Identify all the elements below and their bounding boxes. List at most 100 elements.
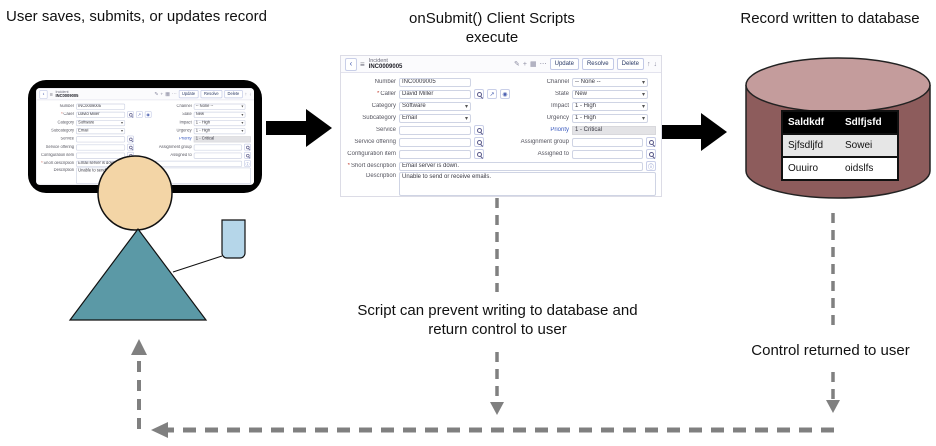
preview-button[interactable]: ◉: [500, 89, 510, 99]
assigned-to-input[interactable]: [193, 152, 243, 159]
field-assigned-to: Assigned to: [152, 151, 251, 159]
priority-link[interactable]: Priority: [550, 127, 569, 133]
grid-icon[interactable]: ▦: [529, 61, 537, 68]
assigned-to-input[interactable]: [572, 149, 643, 159]
search-icon: [648, 139, 655, 146]
open-record-button[interactable]: ↗: [135, 111, 143, 118]
caller-search-button[interactable]: [474, 89, 484, 99]
category-select[interactable]: Software▾: [76, 119, 126, 126]
form-title: Incident INC0009005: [55, 90, 78, 99]
menu-icon[interactable]: ≡: [360, 59, 365, 69]
urgency-select[interactable]: 1 - High▾: [193, 127, 246, 134]
preview-icon: ◉: [502, 91, 508, 98]
back-button[interactable]: ‹: [39, 89, 48, 99]
scroll-up-icon[interactable]: ↑: [647, 60, 651, 68]
left-title: User saves, submits, or updates record: [6, 8, 267, 25]
service-offering-input[interactable]: [76, 144, 126, 151]
field-short-description: *Short description Email server is down.…: [346, 160, 656, 172]
channel-select[interactable]: -- None --▾: [193, 103, 246, 110]
impact-select[interactable]: 1 - High▾: [193, 119, 246, 126]
field-caller: *Caller David Miller ↗ ◉: [40, 110, 152, 118]
service-input[interactable]: [399, 125, 471, 135]
field-channel: Channel -- None --▾: [511, 76, 656, 88]
user-figure: [68, 155, 246, 321]
assignment-group-search-button[interactable]: [646, 137, 656, 147]
field-service-offering: Service offering: [346, 136, 501, 148]
service-offering-search-button[interactable]: [474, 137, 484, 147]
back-button[interactable]: ‹: [345, 57, 357, 71]
preview-button[interactable]: ◉: [144, 111, 152, 118]
resolve-button[interactable]: Resolve: [581, 58, 614, 70]
resolve-button[interactable]: Resolve: [200, 90, 223, 99]
service-search-button[interactable]: [474, 125, 484, 135]
field-label: *Short description: [347, 163, 396, 169]
pencil-icon[interactable]: ✎: [514, 61, 520, 68]
more-options-icon[interactable]: ⋯: [171, 92, 177, 97]
delete-button[interactable]: Delete: [616, 58, 644, 70]
black-arrow-laptop-to-form: [266, 109, 332, 147]
configuration-item-input[interactable]: [399, 149, 471, 159]
open-record-button[interactable]: ↗: [487, 89, 497, 99]
update-button[interactable]: Update: [549, 58, 579, 70]
assigned-to-search-button[interactable]: [244, 151, 251, 159]
menu-icon[interactable]: ≡: [49, 91, 53, 98]
state-select[interactable]: New▾: [572, 89, 648, 99]
grid-icon[interactable]: ▦: [165, 92, 170, 97]
caret-down-icon: ▾: [464, 115, 468, 122]
field-label: Service offering: [45, 145, 75, 150]
channel-select[interactable]: -- None --▾: [572, 77, 648, 87]
arrowhead-left-bottom: [151, 422, 168, 438]
field-label: Configuration item: [347, 151, 396, 157]
configuration-item-search-button[interactable]: [474, 149, 484, 159]
subcategory-select[interactable]: Email▾: [399, 113, 471, 123]
category-select[interactable]: Software▾: [399, 101, 471, 111]
caller-input[interactable]: David Miller: [76, 111, 126, 118]
pencil-icon[interactable]: ✎: [154, 92, 159, 97]
more-options-icon[interactable]: ⋯: [539, 61, 547, 68]
caret-down-icon: ▾: [641, 79, 645, 86]
field-subcategory: Subcategory Email▾: [346, 112, 501, 124]
knowledge-button[interactable]: ⓘ: [646, 161, 656, 171]
field-service: Service: [40, 135, 145, 143]
plus-icon[interactable]: +: [160, 91, 164, 97]
search-icon: [476, 151, 483, 158]
form-actions: ✎ + ▦ ⋯ Update Resolve Delete ↑ ↓: [514, 58, 657, 70]
update-button[interactable]: Update: [178, 90, 199, 99]
field-label: State: [182, 112, 192, 117]
field-channel: Channel -- None --▾: [152, 102, 251, 110]
urgency-select[interactable]: 1 - High▾: [572, 113, 648, 123]
caller-search-button[interactable]: [127, 111, 134, 118]
subcategory-select[interactable]: Email▾: [76, 127, 126, 134]
service-search-button[interactable]: [127, 135, 134, 143]
configuration-item-input[interactable]: [76, 152, 126, 159]
field-label: Category: [371, 103, 396, 109]
service-input[interactable]: [76, 135, 126, 143]
arrowhead-down-center: [490, 402, 504, 415]
plus-icon[interactable]: +: [522, 60, 527, 68]
scroll-down-icon[interactable]: ↓: [249, 91, 252, 97]
knowledge-button[interactable]: ⓘ: [244, 160, 251, 167]
service-offering-input[interactable]: [399, 137, 471, 147]
assignment-group-input[interactable]: [572, 137, 643, 147]
service-offering-search-button[interactable]: [127, 143, 134, 151]
number-input[interactable]: INC0009005: [76, 103, 126, 110]
search-icon: [476, 91, 483, 98]
impact-select[interactable]: 1 - High▾: [572, 101, 648, 111]
delete-button[interactable]: Delete: [224, 90, 243, 99]
search-icon: [476, 139, 483, 146]
priority-link[interactable]: Priority: [179, 136, 192, 142]
assignment-group-search-button[interactable]: [244, 143, 251, 151]
caller-input[interactable]: David Miller: [399, 89, 471, 99]
number-input[interactable]: INC0009005: [399, 77, 471, 87]
scroll-down-icon[interactable]: ↓: [653, 60, 658, 68]
assigned-to-search-button[interactable]: [646, 149, 656, 159]
assignment-group-input[interactable]: [193, 144, 243, 151]
field-label: Assigned to: [537, 151, 569, 157]
field-configuration-item: Configuration item: [346, 148, 501, 160]
short-description-input[interactable]: Email server is down.: [399, 161, 643, 171]
state-select[interactable]: New▾: [193, 111, 246, 118]
field-label: Category: [57, 120, 75, 125]
scroll-up-icon[interactable]: ↑: [244, 91, 248, 97]
description-textarea[interactable]: Unable to send or receive emails.: [399, 172, 656, 196]
center-title-line1: onSubmit() Client Scripts: [409, 10, 575, 27]
